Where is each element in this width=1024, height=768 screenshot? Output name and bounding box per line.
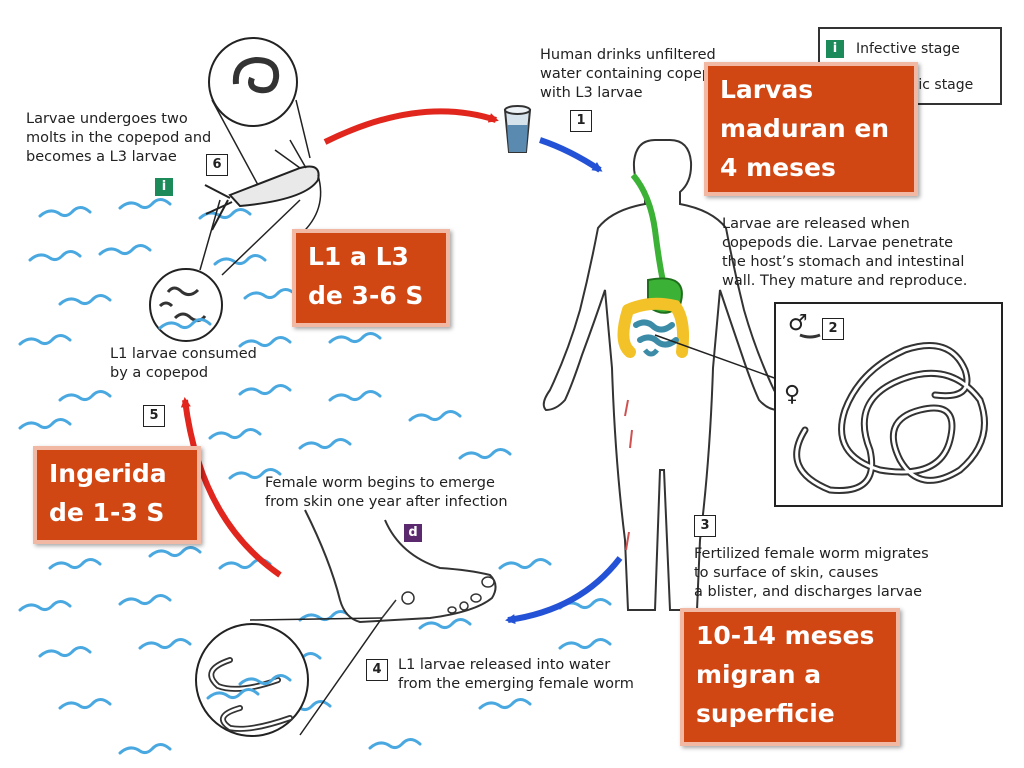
adult-worms-panel [774, 302, 1003, 507]
step-1-number: 1 [570, 110, 592, 132]
diagnostic-stage-badge: d [404, 524, 422, 542]
step-5-number: 5 [143, 405, 165, 427]
digestive-tract [617, 173, 690, 358]
emerging-larvae-magnifier [195, 617, 383, 737]
skin-worm-marks [624, 399, 633, 551]
foot-illustration [304, 509, 497, 624]
step-3-text: Fertilized female worm migrates to surfa… [694, 546, 929, 600]
female-symbol-icon: ♀ [784, 382, 801, 407]
legend-infective-badge: i [826, 40, 844, 58]
step-2-number: 2 [822, 318, 844, 340]
legend-infective-label: Infective stage [856, 41, 960, 57]
step-6-number: 6 [206, 154, 228, 176]
infective-stage-badge: i [155, 178, 173, 196]
callout-l1-l3: L1 a L3 de 3-6 S [292, 229, 450, 327]
arrow-water-to-copepod [180, 397, 282, 578]
arrow-water-to-body [539, 137, 603, 173]
step-6-text: Larvae undergoes two molts in the copepo… [26, 111, 212, 165]
step-4-number: 4 [366, 659, 388, 681]
callout-migran: 10-14 meses migran a superficie [680, 608, 900, 746]
arrow-body-to-foot [505, 556, 623, 624]
emergence-text: Female worm begins to emerge from skin o… [265, 475, 508, 510]
water-glass-icon [503, 105, 532, 153]
step-5-text: L1 larvae consumed by a copepod [110, 346, 257, 381]
step-2-text: Larvae are released when copepods die. L… [722, 216, 968, 289]
step-3-number: 3 [694, 515, 716, 537]
callout-maduran: Larvas maduran en 4 meses [704, 62, 918, 196]
arrow-copepod-to-human [323, 108, 499, 145]
human-body [542, 139, 782, 611]
copepod-larvae-magnifier [149, 199, 301, 342]
copepod-icon [204, 37, 322, 236]
callout-ingerida: Ingerida de 1-3 S [33, 446, 201, 544]
step-4-text: L1 larvae released into water from the e… [398, 657, 634, 692]
male-symbol-icon: ♂ [788, 311, 808, 336]
